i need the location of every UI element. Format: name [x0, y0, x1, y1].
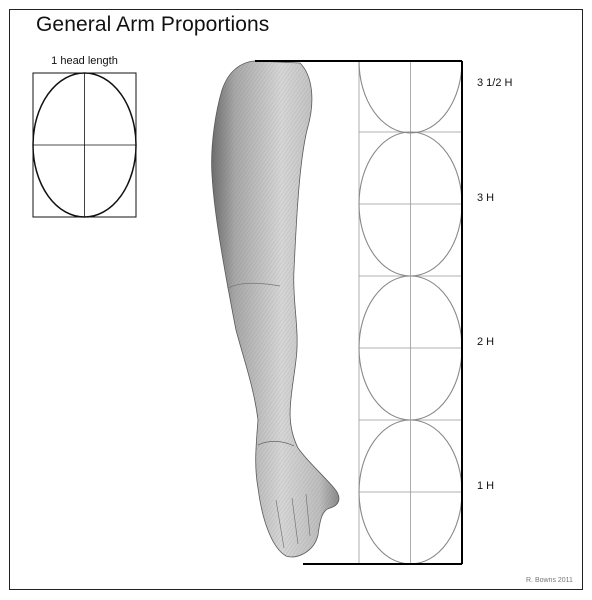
- page-title: General Arm Proportions: [36, 13, 270, 36]
- author-credit: R. Bowns 2011: [526, 577, 573, 584]
- scale-label-3h: 3 H: [477, 192, 495, 204]
- scale-label-1h: 1 H: [477, 480, 495, 492]
- head-length-label: 1 head length: [51, 55, 118, 67]
- half-head-oval-shape: [358, 60, 463, 134]
- scale-label-3-5h: 3 1/2 H: [477, 77, 513, 89]
- measurement-column: [255, 60, 463, 565]
- head-reference-box: [32, 72, 137, 218]
- arm-drawing: [211, 60, 340, 558]
- page-frame: [9, 9, 583, 590]
- scale-label-2h: 2 H: [477, 336, 495, 348]
